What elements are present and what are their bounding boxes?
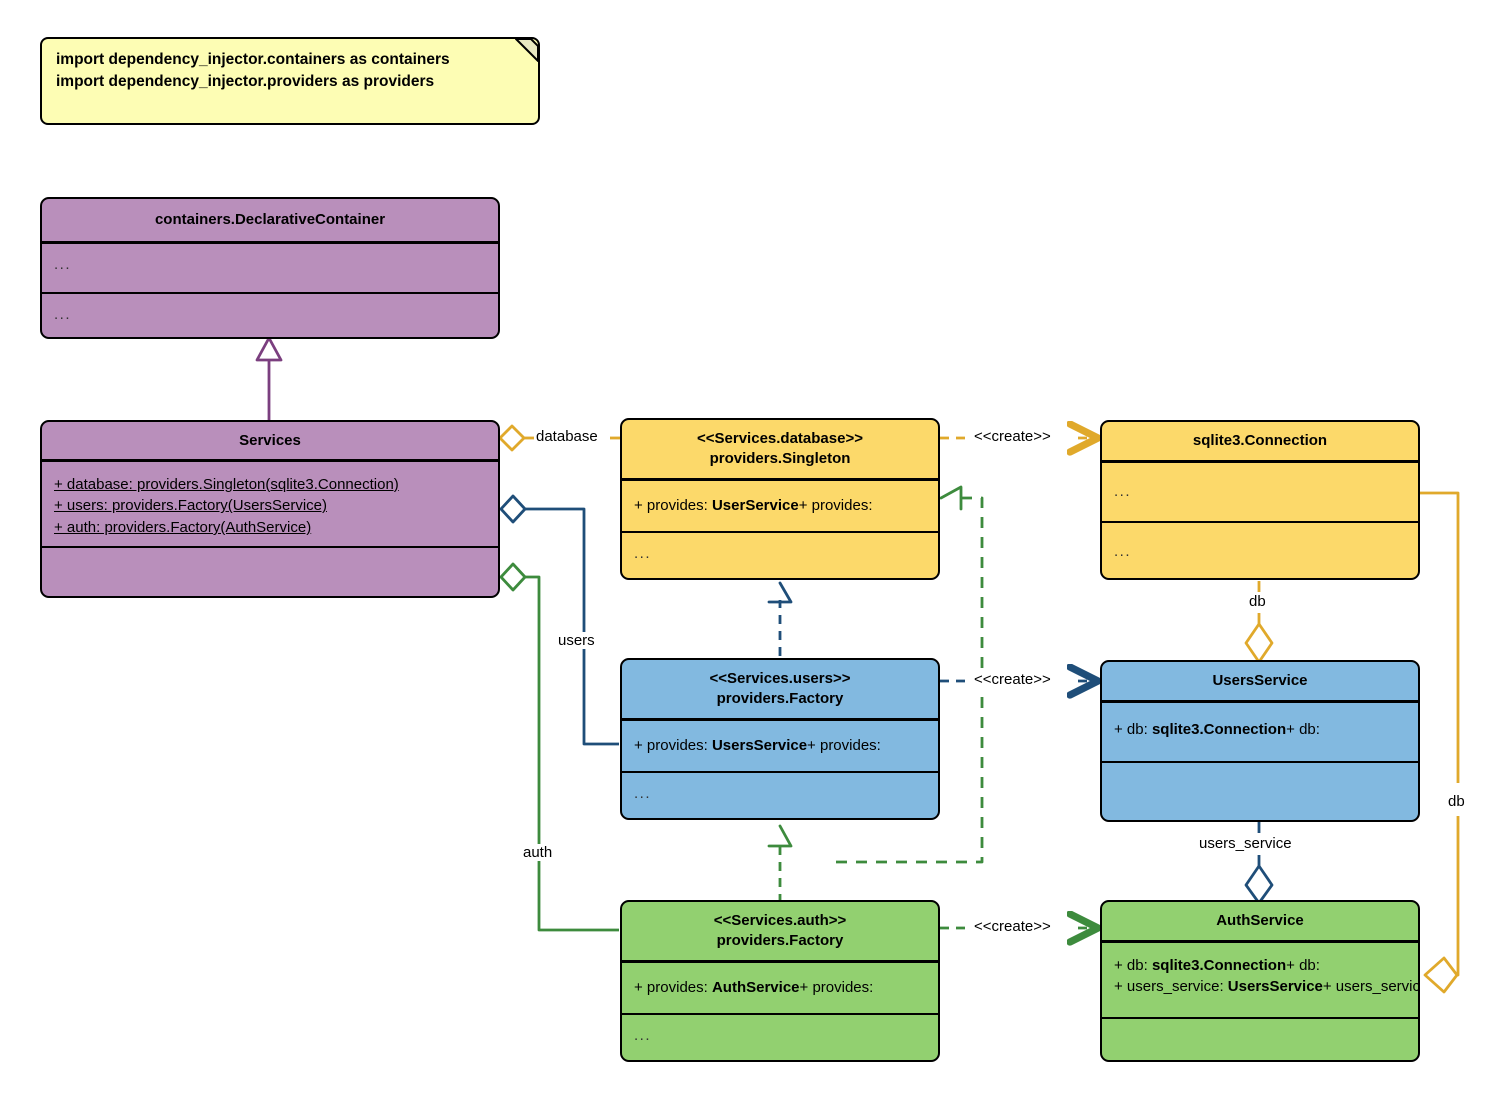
attributes-compartment: + db: sqlite3.Connection+ db: + users_se…: [1102, 943, 1418, 1017]
attribute-text: + auth: providers.Factory(AuthService): [54, 519, 312, 536]
edge-label-users: users: [556, 632, 597, 649]
compartment-divider: [622, 960, 938, 963]
note-line-1: import dependency_injector.containers as…: [56, 51, 450, 68]
operation-row: ...: [1114, 543, 1132, 560]
compartment-divider: [42, 241, 498, 244]
edge-label-db-top: db: [1247, 593, 1268, 610]
compartment-divider: [1102, 460, 1418, 463]
compartment-divider: [1102, 520, 1418, 523]
compartment-divider: [42, 291, 498, 294]
class-title-services-users: <<Services.users>> providers.Factory: [622, 660, 938, 718]
compartment-divider: [622, 770, 938, 773]
operation-row: ...: [634, 545, 652, 562]
attribute-row: ...: [1114, 482, 1132, 500]
compartment-divider: [622, 1012, 938, 1015]
attributes-compartment: + db: sqlite3.Connection+ db:: [1102, 703, 1418, 761]
operation-row: ...: [634, 785, 652, 802]
class-name: providers.Singleton: [709, 450, 851, 467]
class-name: providers.Factory: [716, 932, 844, 949]
attributes-compartment-services: + database: providers.Singleton(sqlite3.…: [42, 462, 498, 546]
class-stereotype: <<Services.auth>>: [713, 912, 847, 930]
class-stereotype: <<Services.users>>: [709, 670, 851, 688]
attributes-compartment: ...: [42, 244, 498, 292]
operations-compartment: [1102, 1019, 1418, 1060]
compartment-divider: [622, 718, 938, 721]
attribute-row-users: + users: providers.Factory(UsersService): [54, 495, 486, 517]
compartment-divider: [622, 478, 938, 481]
compartment-divider: [1102, 700, 1418, 703]
attributes-compartment: + provides: UsersService+ provides:: [622, 721, 938, 771]
attribute-type: UsersService: [1227, 978, 1323, 996]
attribute-row-db: + db: sqlite3.Connection+ db:: [1114, 720, 1320, 738]
attribute-type: sqlite3.Connection: [1151, 956, 1287, 974]
class-title-users-service: UsersService: [1212, 672, 1308, 690]
operations-compartment: ...: [42, 294, 498, 337]
class-title-sqlite3-connection: sqlite3.Connection: [1192, 432, 1328, 450]
attribute-row-database: + database: providers.Singleton(sqlite3.…: [54, 474, 486, 496]
edge-label-auth: auth: [521, 844, 555, 861]
compartment-divider: [42, 545, 498, 548]
class-box-auth-service[interactable]: AuthService + db: sqlite3.Connection+ db…: [1100, 900, 1420, 1062]
class-title-services-database: <<Services.database>> providers.Singleto…: [622, 420, 938, 478]
class-title-declarative-container: containers.DeclarativeContainer: [154, 211, 386, 229]
import-note: import dependency_injector.containers as…: [40, 37, 540, 125]
operation-row: ...: [54, 306, 72, 323]
attribute-text: + database: providers.Singleton(sqlite3.…: [54, 475, 399, 493]
operation-row: ...: [634, 1027, 652, 1044]
operations-compartment: [1102, 763, 1418, 820]
compartment-divider: [622, 530, 938, 533]
attributes-compartment: + provides: UserService+ provides:: [622, 481, 938, 531]
class-box-services-users[interactable]: <<Services.users>> providers.Factory + p…: [620, 658, 940, 820]
attribute-text: + users: providers.Factory(UsersService): [54, 497, 327, 515]
edge-label-db-right: db: [1446, 793, 1467, 810]
compartment-divider: [1102, 940, 1418, 943]
relationship-agg-auth: [499, 562, 619, 932]
compartment-divider: [1102, 1016, 1418, 1019]
attribute-type: UserService: [711, 496, 799, 514]
class-box-services-auth[interactable]: <<Services.auth>> providers.Factory + pr…: [620, 900, 940, 1062]
attribute-row-provides: + provides: UserService+ provides:: [634, 496, 873, 514]
attribute-row: ...: [54, 255, 72, 273]
edge-label-users-service: users_service: [1197, 835, 1294, 852]
note-fold-icon: [515, 38, 539, 62]
attribute-type: UsersService: [711, 736, 808, 754]
attribute-row-users-service: + users_service: UsersService+ users_ser…: [1114, 978, 1420, 996]
class-stereotype: <<Services.database>>: [697, 430, 863, 448]
attributes-compartment: ...: [1102, 463, 1418, 521]
attribute-row-db: + db: sqlite3.Connection+ db:: [1114, 956, 1320, 974]
class-title-services: Services: [239, 431, 301, 449]
class-box-users-service[interactable]: UsersService + db: sqlite3.Connection+ d…: [1100, 660, 1420, 822]
edge-label-database: database: [534, 428, 600, 445]
relationship-dep-users-database: [767, 581, 793, 656]
relationship-agg-database: [498, 424, 620, 452]
attribute-type: AuthService: [711, 978, 800, 996]
attribute-type: sqlite3.Connection: [1151, 720, 1287, 738]
class-box-services-database[interactable]: <<Services.database>> providers.Singleto…: [620, 418, 940, 580]
compartment-divider: [1102, 760, 1418, 763]
attribute-row-provides: + provides: UsersService+ provides:: [634, 736, 881, 754]
relationship-inherit-services: [255, 336, 283, 420]
compartment-divider: [42, 459, 498, 462]
edge-label-create-auth: <<create>>: [972, 918, 1053, 935]
edge-label-create-database: <<create>>: [972, 428, 1053, 445]
relationship-agg-db-auth: [1420, 491, 1460, 994]
class-name: providers.Factory: [716, 690, 844, 707]
class-box-sqlite3-connection[interactable]: sqlite3.Connection ... ...: [1100, 420, 1420, 580]
operations-compartment: ...: [622, 773, 938, 818]
operations-compartment: ...: [1102, 523, 1418, 578]
class-box-services[interactable]: Services + database: providers.Singleton…: [40, 420, 500, 598]
attributes-compartment: + provides: AuthService+ provides:: [622, 963, 938, 1013]
class-title-services-auth: <<Services.auth>> providers.Factory: [622, 902, 938, 960]
class-box-declarative-container[interactable]: containers.DeclarativeContainer ... ...: [40, 197, 500, 339]
attribute-row-provides: + provides: AuthService+ provides:: [634, 978, 874, 996]
class-title-auth-service: AuthService: [1216, 912, 1304, 930]
operations-compartment: ...: [622, 1015, 938, 1060]
relationship-agg-users: [499, 494, 619, 746]
operations-compartment-services: [42, 548, 498, 595]
attribute-row-auth: + auth: providers.Factory(AuthService): [54, 517, 486, 539]
note-line-2: import dependency_injector.providers as …: [56, 73, 435, 90]
edge-label-create-users: <<create>>: [972, 671, 1053, 688]
operations-compartment: ...: [622, 533, 938, 578]
relationship-dep-auth-users: [767, 824, 793, 903]
